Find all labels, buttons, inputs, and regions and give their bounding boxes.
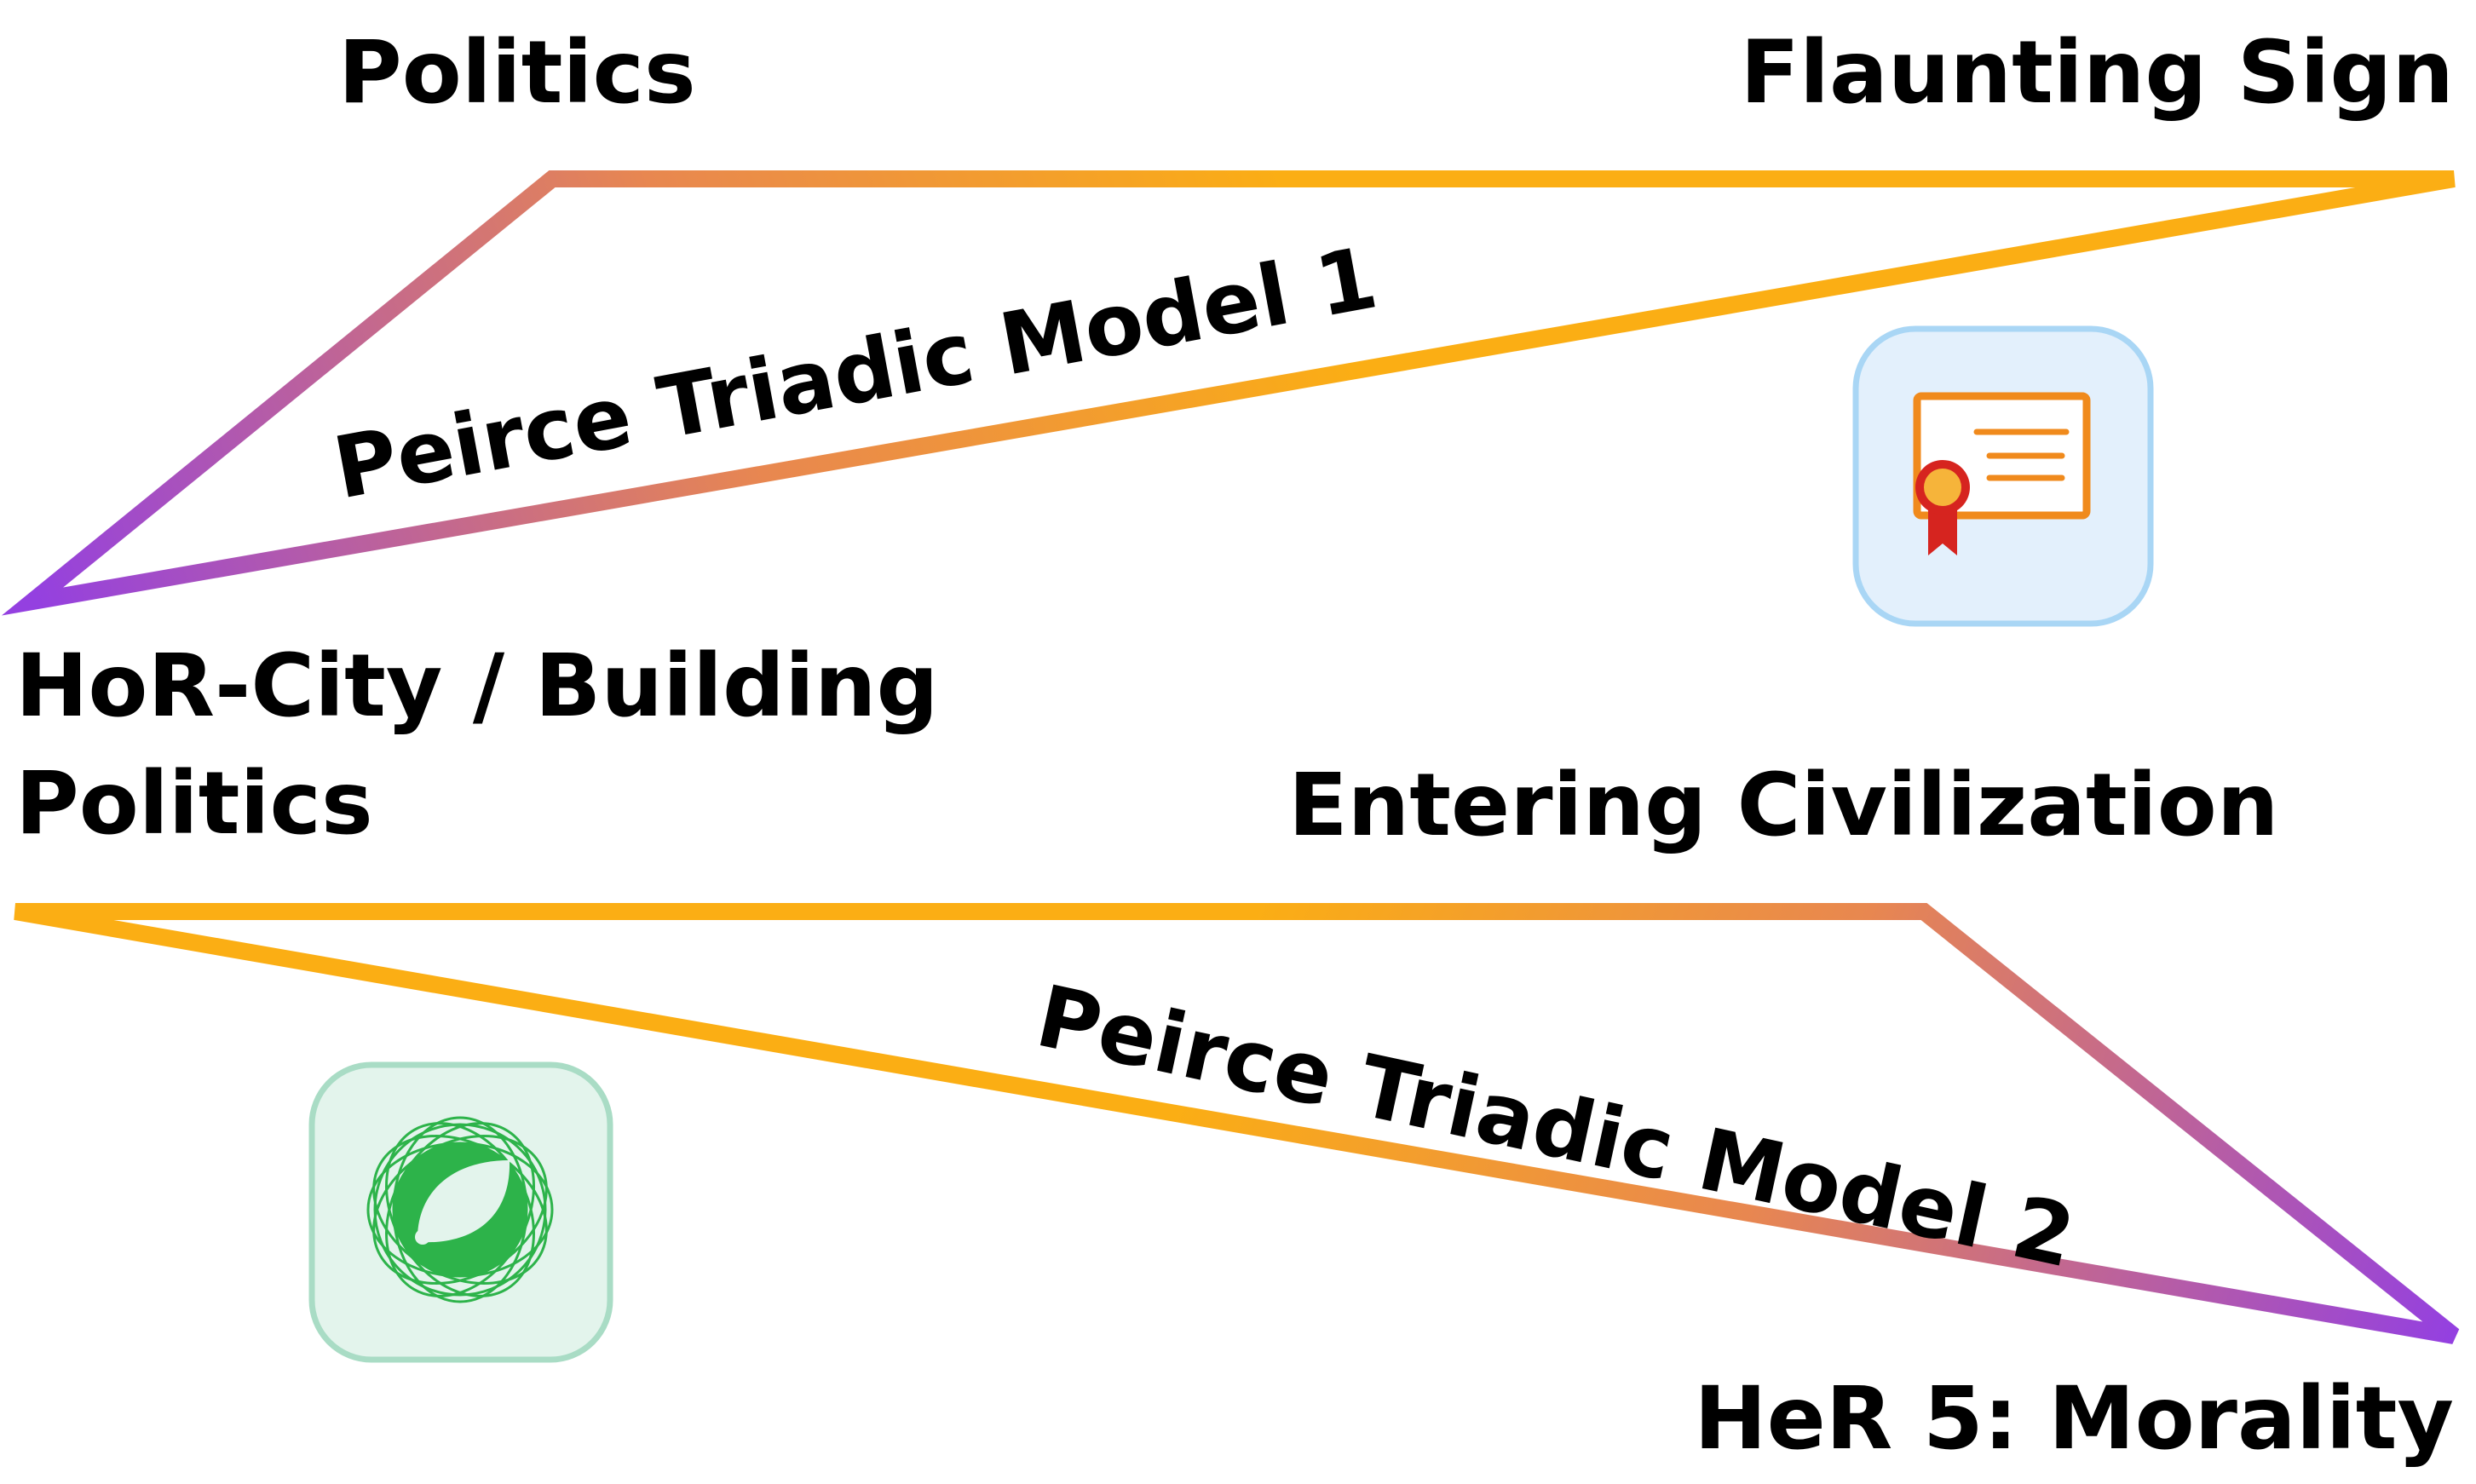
leaf-shape	[417, 1160, 510, 1243]
leaf-icon	[308, 1061, 613, 1363]
label-politics-top: Politics	[338, 22, 696, 124]
label-her5-morality: HeR 5: Morality	[1694, 1368, 2454, 1470]
label-flaunting-sign: Flaunting Sign	[1740, 22, 2454, 124]
certificate-seal-inner	[1924, 469, 1961, 506]
label-entering-civilization: Entering Civilization	[1288, 755, 2278, 856]
leaf-dot	[415, 1229, 430, 1245]
certificate-ribbon	[1928, 503, 1957, 555]
certificate-icon	[1852, 325, 2154, 627]
triadic-triangle-1	[1, 170, 2456, 616]
label-peirce-model-2: Peirce Triadic Model 2	[1028, 966, 2083, 1287]
label-politics-bottom: Politics	[15, 753, 373, 854]
label-peirce-model-1: Peirce Triadic Model 1	[326, 227, 1385, 518]
triadic-triangle-2	[14, 903, 2460, 1344]
label-hor-city-building: HoR-City / Building	[15, 636, 939, 737]
